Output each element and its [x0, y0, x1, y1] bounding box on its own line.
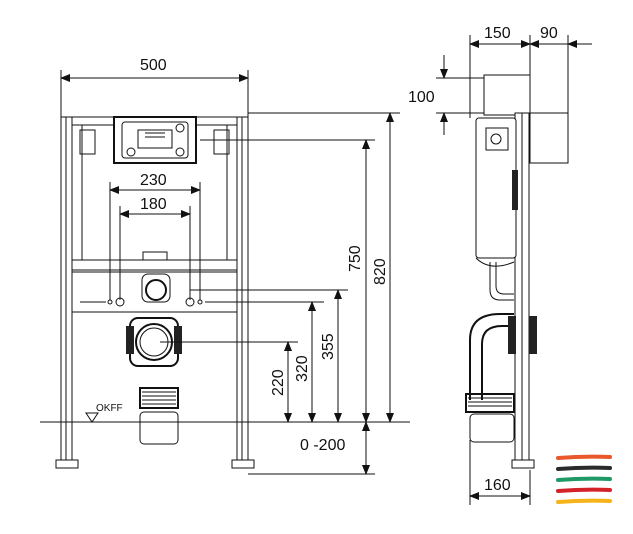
cistern-top — [483, 74, 531, 116]
dim-width-500: 500 — [140, 57, 167, 74]
flush-opening — [113, 116, 197, 164]
dim-depth-150: 150 — [484, 25, 511, 42]
brand-stripe — [556, 476, 612, 482]
dim-projection-90: 90 — [540, 25, 558, 42]
brand-stripe — [556, 465, 612, 471]
floor-marker-label: OKFF — [96, 403, 123, 414]
side-drain-bend — [469, 313, 514, 400]
front-view — [40, 70, 410, 469]
brand-stripes-logo — [556, 454, 612, 504]
dim-height-750: 750 — [347, 245, 364, 272]
pipe-rail — [71, 259, 238, 271]
foot-left — [55, 459, 79, 469]
side-dimensions — [436, 35, 592, 505]
cistern-projection — [529, 112, 569, 164]
lower-panel — [71, 271, 238, 313]
brand-stripe — [556, 487, 612, 493]
dim-spacing-230: 230 — [140, 172, 167, 189]
dim-floor-adjust: 0 -200 — [300, 437, 345, 454]
flush-valve-icon — [137, 129, 173, 149]
side-view — [465, 74, 569, 469]
dim-spacing-180: 180 — [140, 196, 167, 213]
side-waste-outlet — [465, 393, 515, 443]
dim-height-355: 355 — [320, 333, 337, 360]
front-dimensions — [60, 74, 400, 475]
dim-height-820: 820 — [372, 258, 389, 285]
dim-height-320: 320 — [294, 355, 311, 382]
floor-marker — [85, 412, 99, 423]
dim-height-220: 220 — [270, 369, 287, 396]
dim-top-offset-100: 100 — [408, 89, 435, 106]
foot-right — [231, 459, 255, 469]
dim-base-depth-160: 160 — [484, 477, 511, 494]
brand-stripe — [556, 498, 612, 504]
waste-outlet — [139, 387, 179, 445]
frame-left-post — [60, 116, 73, 468]
flush-pipe-connector — [141, 273, 171, 303]
cistern-body — [475, 117, 517, 267]
frame-right-post — [236, 116, 249, 468]
brand-stripe — [556, 454, 612, 460]
